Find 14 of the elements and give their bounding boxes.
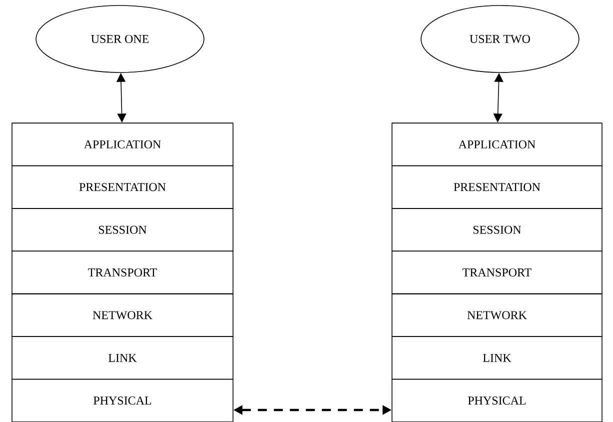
layer-box: APPLICATION — [12, 122, 234, 166]
layer-box: SESSION — [12, 208, 234, 252]
layer-box: SESSION — [392, 208, 602, 252]
layer-box: NETWORK — [392, 293, 602, 337]
layer-box: APPLICATION — [392, 122, 602, 166]
layer-box: NETWORK — [12, 293, 234, 337]
layer-box: TRANSPORT — [12, 250, 234, 294]
layer-box: PHYSICAL — [392, 378, 602, 422]
layer-box: PRESENTATION — [392, 165, 602, 209]
layer-box: LINK — [12, 336, 234, 380]
layer-box: TRANSPORT — [392, 250, 602, 294]
layer-box: PHYSICAL — [12, 378, 234, 422]
layer-box: LINK — [392, 336, 602, 380]
layer-box: PRESENTATION — [12, 165, 234, 209]
